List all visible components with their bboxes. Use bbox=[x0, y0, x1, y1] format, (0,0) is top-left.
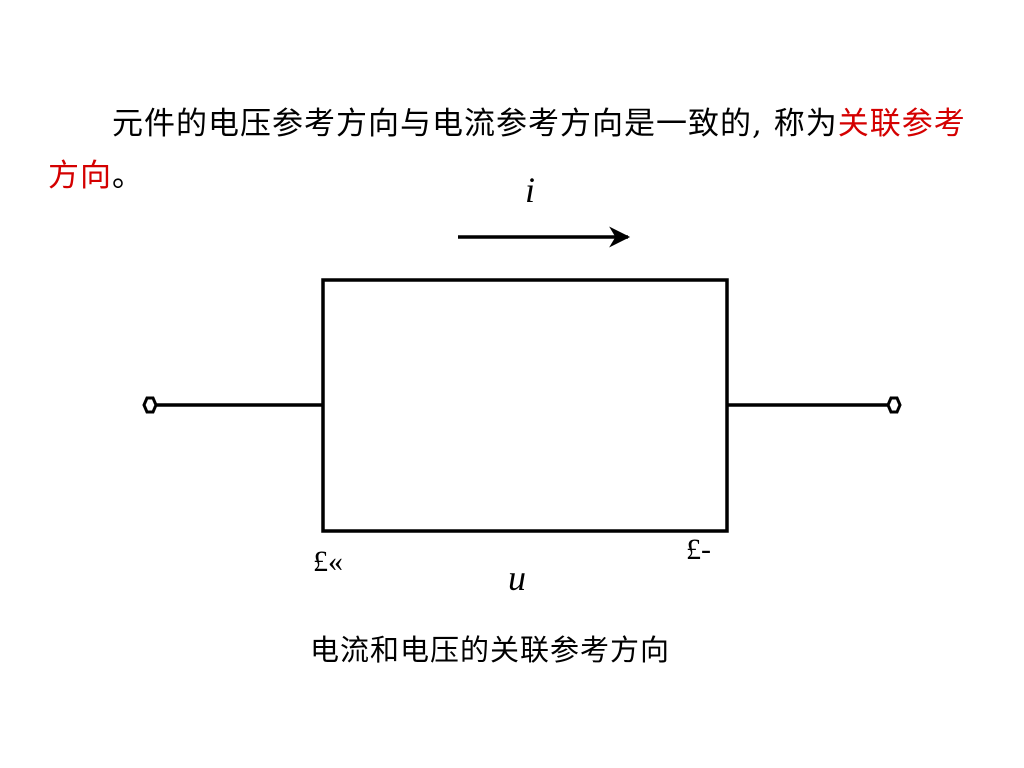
diagram-caption: 电流和电压的关联参考方向 bbox=[309, 633, 670, 667]
component-box bbox=[321, 278, 729, 533]
negative-terminal-mark: £- bbox=[686, 533, 711, 566]
description-paragraph: 元件的电压参考方向与电流参考方向是一致的, 称为关联参考方向。 bbox=[48, 98, 993, 202]
current-label: i bbox=[525, 170, 536, 210]
paragraph-text: 元件的电压参考方向与电流参考方向是一致的, 称为 bbox=[112, 106, 838, 142]
voltage-label: u bbox=[508, 558, 526, 598]
positive-terminal-mark: £« bbox=[313, 545, 343, 578]
highlighted-term: 关联参考方向 bbox=[48, 106, 966, 194]
right-terminal bbox=[886, 396, 902, 414]
paragraph-end: 。 bbox=[112, 158, 144, 194]
left-terminal bbox=[142, 396, 158, 414]
